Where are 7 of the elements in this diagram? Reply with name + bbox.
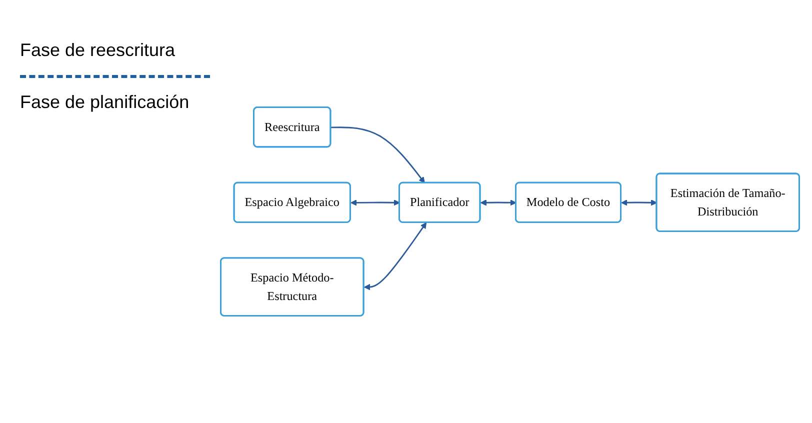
phase-label: Fase de planificación	[20, 92, 190, 113]
phase-label: Fase de reescritura	[20, 40, 176, 61]
arrow	[364, 222, 427, 290]
arrow	[621, 200, 658, 206]
arrow	[480, 200, 516, 206]
arrow	[330, 126, 425, 184]
arrow	[350, 200, 400, 206]
